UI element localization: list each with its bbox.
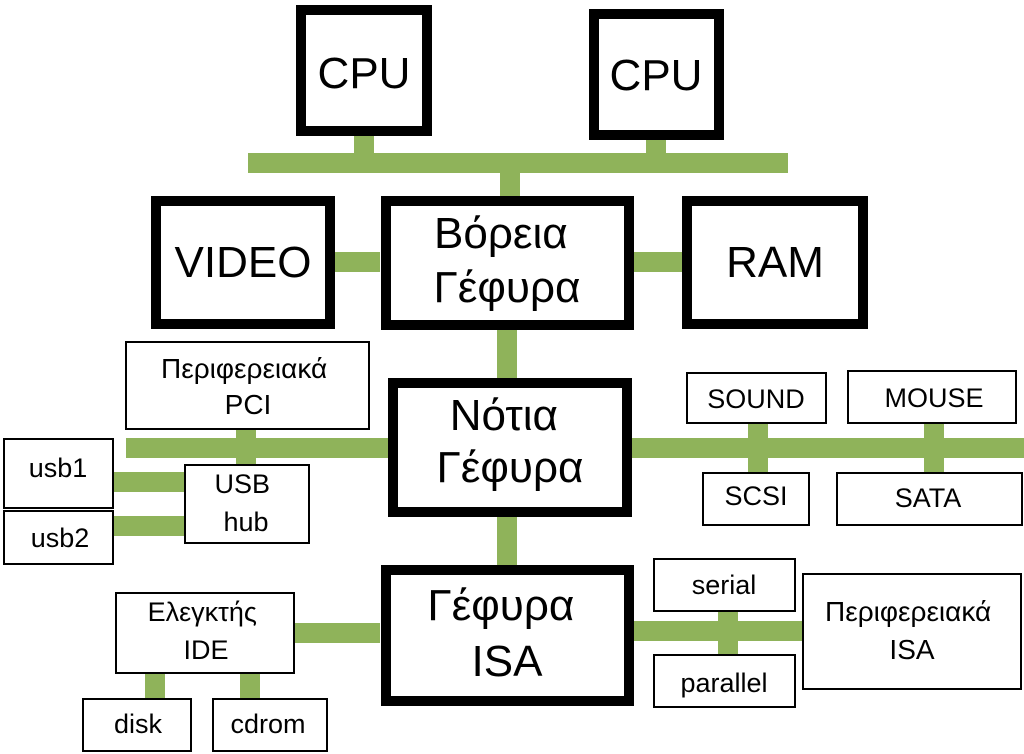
south-box (388, 378, 632, 517)
cpu1-label: CPU (318, 49, 411, 98)
pci-peripherals-label: Περιφερειακά PCI (161, 353, 335, 420)
sound-box (686, 372, 827, 424)
pci-box (125, 341, 370, 430)
ide-cdrom-link (240, 674, 260, 698)
pci-bus-left (126, 438, 388, 458)
component-boxes (3, 5, 1023, 752)
usb2-box (3, 510, 114, 565)
sata-label: SATA (895, 483, 962, 513)
south-isa-link (497, 517, 517, 565)
sound-scsi-link (748, 424, 768, 472)
sound-label: SOUND (707, 384, 805, 414)
cpu2-box (589, 9, 724, 140)
parallel-box (653, 654, 796, 708)
bus-connectors (114, 136, 1024, 698)
ram-label: RAM (726, 238, 824, 287)
ide-controller-label: Ελεγκτής IDE (148, 597, 265, 665)
usb1-box (3, 438, 114, 509)
scsi-box (702, 472, 810, 526)
usb1-label: usb1 (29, 453, 88, 483)
video-north-link (334, 252, 380, 272)
mouse-sata-link (924, 424, 944, 472)
cpu1-box (296, 5, 432, 136)
video-box (151, 196, 335, 329)
serial-label: serial (692, 570, 757, 600)
isaperiph-box (802, 573, 1022, 690)
north-bus-link (500, 165, 520, 197)
pci-periph-link (236, 430, 256, 466)
usbhub-box (184, 464, 310, 544)
cpu2-bus-link (646, 140, 666, 166)
north-bridge-label: Βόρεια Γέφυρα (434, 209, 581, 312)
north-box (381, 196, 634, 330)
isa-box (381, 565, 634, 706)
serial-parallel-link (718, 612, 738, 654)
ram-box (682, 196, 868, 329)
ide-disk-link (145, 674, 165, 698)
north-ram-link (634, 252, 682, 272)
north-south-link (497, 330, 517, 378)
cpu1-bus-link (354, 136, 374, 166)
component-labels: CPU CPU VIDEO Βόρεια Γέφυρα RAM Νότια Γέ… (29, 49, 999, 739)
usb-hub-label: USB hub (214, 469, 277, 537)
cdrom-label: cdrom (230, 709, 305, 739)
ide-isa-link (295, 623, 380, 643)
usb2-label: usb2 (31, 523, 90, 553)
parallel-label: parallel (680, 668, 767, 698)
disk-box (82, 698, 192, 752)
usb2-hub-link (114, 516, 184, 536)
isa-bridge-label: Γέφυρα ISA (427, 581, 586, 686)
video-label: VIDEO (175, 238, 312, 287)
cpu2-label: CPU (610, 51, 703, 100)
scsi-label: SCSI (724, 481, 787, 511)
sata-box (836, 472, 1023, 526)
ide-box (115, 592, 295, 674)
mouse-label: MOUSE (884, 383, 983, 413)
south-bridge-label: Νότια Γέφυρα (437, 391, 584, 492)
isa-peripherals-label: Περιφερειακά ISA (825, 596, 999, 665)
usb1-hub-link (114, 472, 184, 492)
pci-bus-right (632, 438, 1024, 458)
disk-label: disk (114, 709, 163, 739)
mouse-box (847, 370, 1017, 424)
cdrom-box (212, 698, 328, 752)
serial-box (653, 558, 796, 612)
